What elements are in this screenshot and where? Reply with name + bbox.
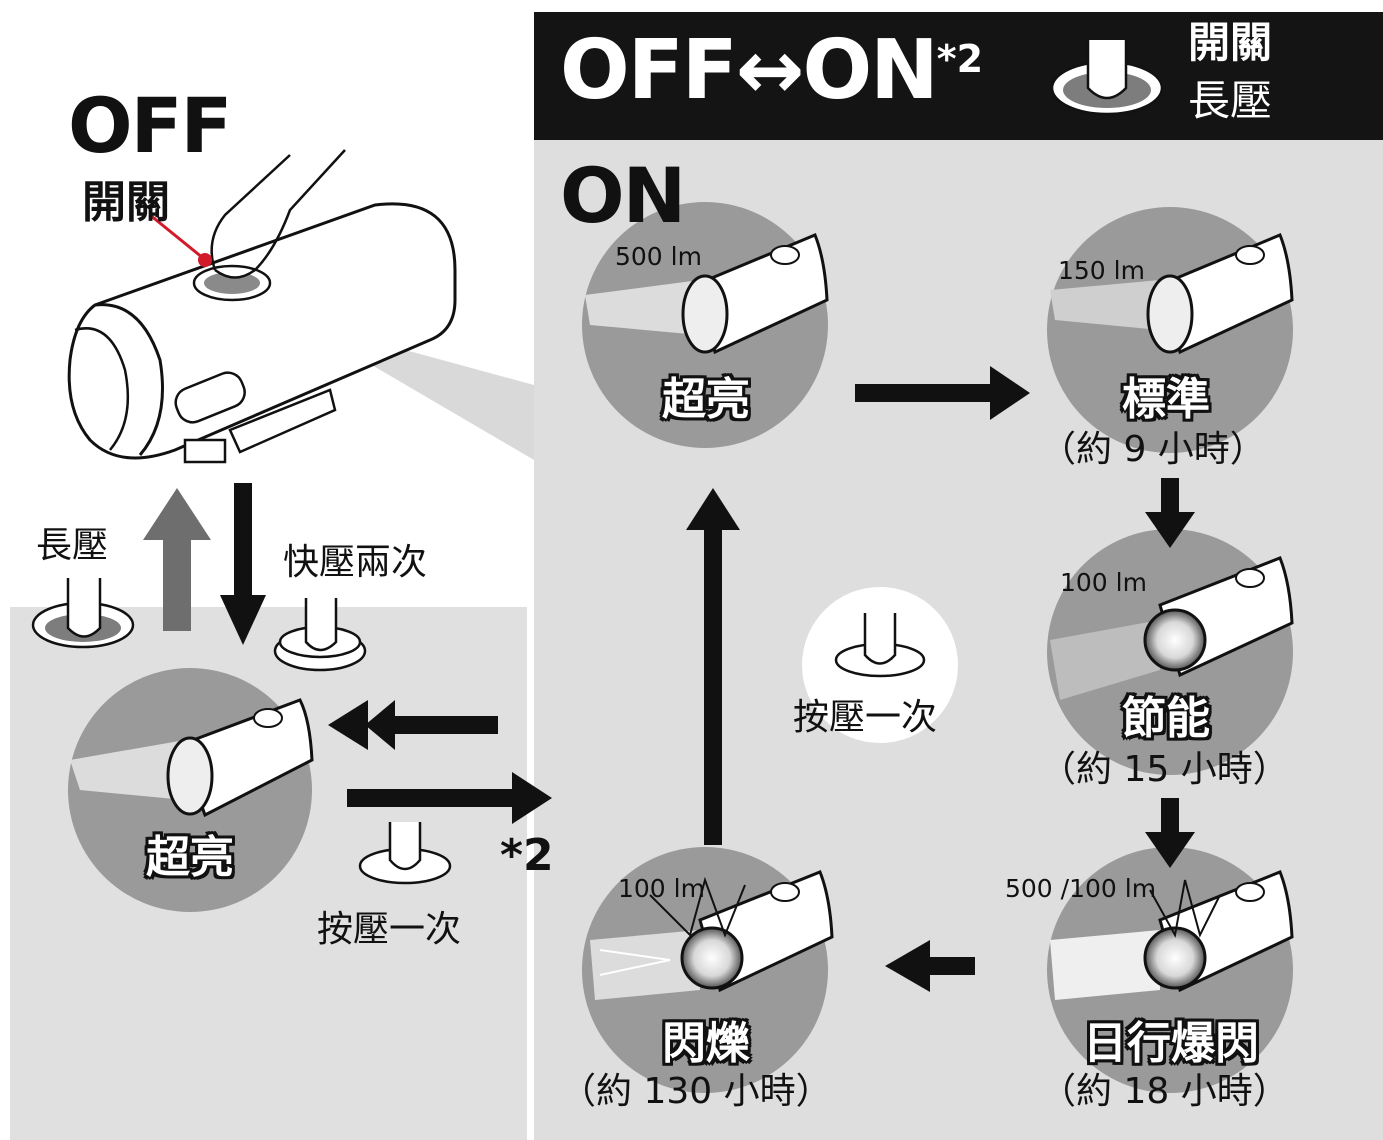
press-once-label-center: 按壓一次 [793, 697, 938, 738]
lumen-flash: 100 lm [618, 874, 705, 903]
lumen-boost: 500 lm [615, 242, 702, 271]
mode-circle-daytime-flash [1047, 847, 1294, 1093]
press-once-center-circle [802, 587, 958, 743]
light-body-large [67, 149, 457, 464]
header-button-icon [1050, 40, 1164, 116]
lumen-daytime-flash: 500 /100 lm [1005, 874, 1157, 903]
long-press-up-arrow [143, 488, 211, 631]
mode-label-daytime-flash: 日行爆閃 [1083, 1018, 1259, 1069]
lumen-eco: 100 lm [1060, 568, 1147, 597]
on-title: ON [560, 151, 686, 240]
footnote-mark: *2 [500, 830, 554, 881]
mode-label-standard: 標準 [1122, 374, 1210, 425]
mode-circle-flash [582, 847, 834, 1093]
pointer-line [149, 213, 204, 260]
mode-circle-on-boost [582, 202, 829, 448]
pointer-dot [198, 253, 212, 267]
arrow-boost-to-standard [855, 366, 1030, 420]
header-switch-label: 開關 [1188, 18, 1273, 67]
mode-label-eco: 節能 [1122, 693, 1210, 744]
hours-daytime-flash: （約 18 小時） [1040, 1071, 1289, 1112]
mode-circle-eco [1047, 529, 1294, 775]
to-on-arrow [347, 772, 552, 824]
off-mode-label: 超亮 [146, 832, 234, 883]
hours-eco: （約 15 小時） [1040, 749, 1289, 790]
switch-label: 開關 [82, 177, 170, 228]
long-press-label: 長壓 [36, 525, 109, 566]
arrow-eco-to-flash [1145, 798, 1195, 868]
press-once-button-icon-left [358, 822, 452, 885]
off-title: OFF [68, 81, 232, 170]
long-press-button-icon [31, 578, 135, 649]
arrow-daytime-to-flash [885, 940, 975, 992]
header-title: OFF↔ON*2 [560, 23, 984, 118]
mode-label-flash: 閃爍 [662, 1018, 750, 1069]
press-once-label-left: 按壓一次 [317, 909, 462, 950]
mode-circle-standard [1047, 207, 1294, 453]
double-press-button-icon [273, 598, 367, 672]
hours-flash: （約 130 小時） [560, 1071, 832, 1112]
lumen-standard: 150 lm [1058, 256, 1145, 285]
mode-circle-off-boost [68, 668, 314, 912]
double-press-label: 快壓兩次 [283, 542, 428, 583]
hours-standard: （約 9 小時） [1040, 429, 1266, 470]
arrow-standard-to-eco [1145, 478, 1195, 548]
return-double-arrow [328, 700, 498, 750]
header-bar [534, 12, 1383, 140]
header-long-press-label: 長壓 [1188, 76, 1273, 125]
double-press-down-arrow [220, 483, 266, 645]
mode-label-boost: 超亮 [662, 374, 750, 425]
arrow-flash-to-boost [686, 488, 740, 845]
